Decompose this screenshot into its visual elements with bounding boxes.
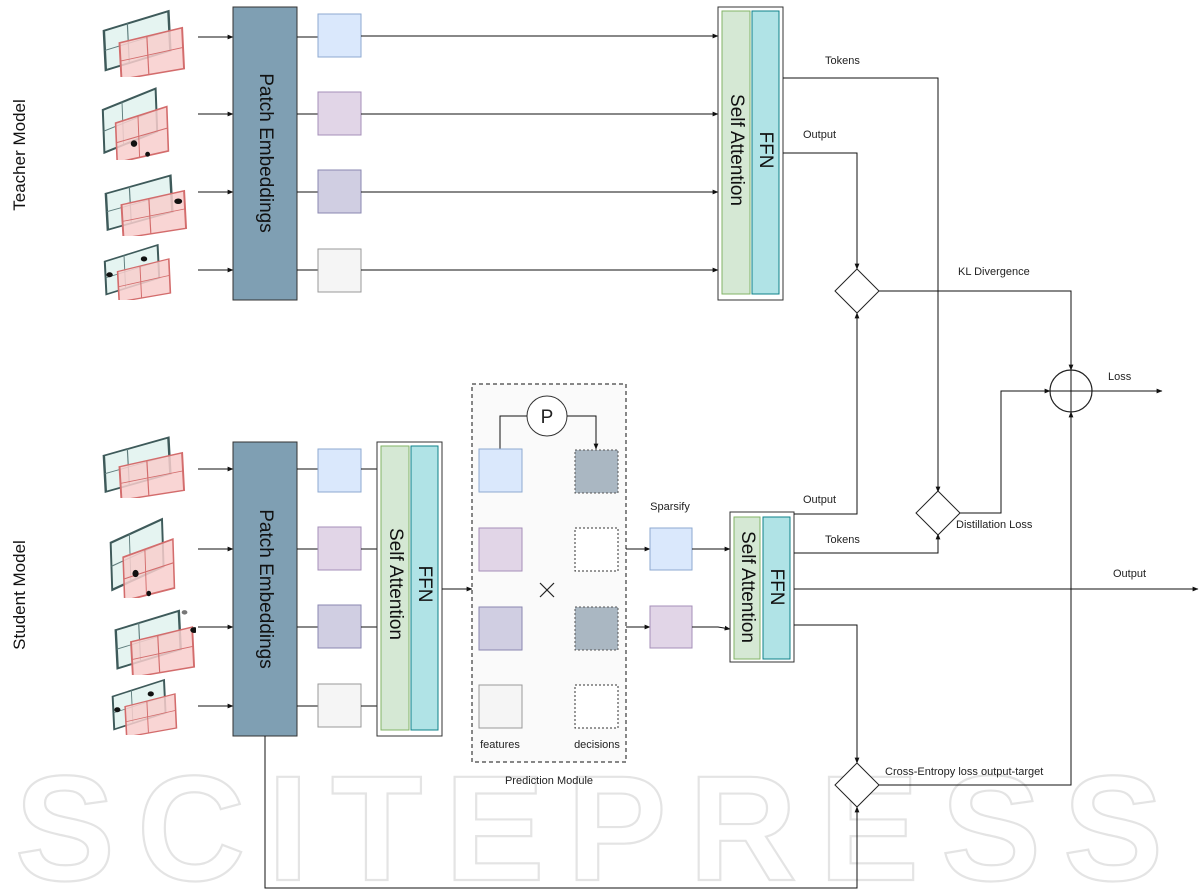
teacher-model-label: Teacher Model [10,99,29,211]
kl-divergence-node [835,269,879,313]
decision-token-4 [575,685,618,728]
student-token-3 [318,605,361,648]
feature-token-1 [479,449,522,492]
student-output-to-kl-arrow [794,313,857,514]
decision-token-2 [575,528,618,571]
teacher-patch-images [103,11,186,302]
decision-token-3 [575,607,618,650]
student-tokens-arrow [794,534,938,553]
student-image-4 [113,680,177,737]
teacher-image-4 [105,245,171,302]
teacher-tokens-label: Tokens [825,55,860,67]
teacher-ffn-label: FFN [755,132,776,169]
kl-divergence-label: KL Divergence [958,266,1030,278]
student-ffn-label-1: FFN [414,566,435,603]
sparse-token-2 [650,606,692,648]
teacher-output-label: Output [803,129,836,141]
student-token-2 [318,527,361,570]
teacher-token-4 [318,249,361,292]
distillation-loss-node [916,491,960,535]
student-ffn-label-2: FFN [766,569,787,606]
prediction-module-label: Prediction Module [505,775,593,787]
teacher-patch-embeddings-label: Patch Embeddings [255,73,276,233]
predictor-label: P [541,407,554,428]
student-output-to-ce-arrow [794,625,857,763]
teacher-input-arrows [198,37,233,270]
teacher-output-arrow [783,153,857,269]
student-self-attention-label-1: Self Attention [385,528,406,640]
sparse-token-1 [650,528,692,570]
student-patch-embeddings-label: Patch Embeddings [255,509,276,669]
student-tokens [318,449,361,727]
student-output-label-1: Output [803,494,836,506]
cross-entropy-label: Cross-Entropy loss output-target [885,766,1043,778]
feature-token-2 [479,528,522,571]
feature-token-4 [479,685,522,728]
teacher-image-3 [106,176,186,239]
teacher-embed-arrows [297,37,318,270]
student-input-arrows [198,469,233,706]
teacher-image-2 [103,89,169,163]
loss-label: Loss [1108,371,1132,383]
ce-to-loss-arrow [879,412,1071,785]
teacher-self-attention-label: Self Attention [726,94,747,206]
final-output-label: Output [1113,568,1146,580]
sparsify-label: Sparsify [650,501,690,513]
teacher-token-1 [318,14,361,57]
kl-to-loss-arrow [879,291,1071,370]
student-token-1 [318,449,361,492]
sparse-to-block-arrow-2 [692,627,730,629]
distillation-loss-label: Distillation Loss [956,519,1033,531]
features-label: features [480,739,520,751]
student-model-label: Student Model [10,540,29,650]
teacher-token-2 [318,92,361,135]
student-token-4 [318,684,361,727]
student-tokens-label: Tokens [825,534,860,546]
student-self-attention-label-2: Self Attention [737,531,758,643]
teacher-token-3 [318,170,361,213]
student-image-3 [116,610,198,677]
student-token-arrows [361,469,377,706]
decision-token-1 [575,450,618,493]
teacher-image-1 [104,11,184,79]
feature-token-3 [479,607,522,650]
student-image-2 [111,519,175,600]
distillation-to-loss-arrow [960,391,1050,513]
student-patch-images [104,438,198,737]
student-embed-arrows [297,469,318,706]
teacher-tokens [318,14,361,292]
student-image-1 [104,438,184,501]
teacher-token-arrows [361,36,718,270]
decisions-label: decisions [574,739,620,751]
